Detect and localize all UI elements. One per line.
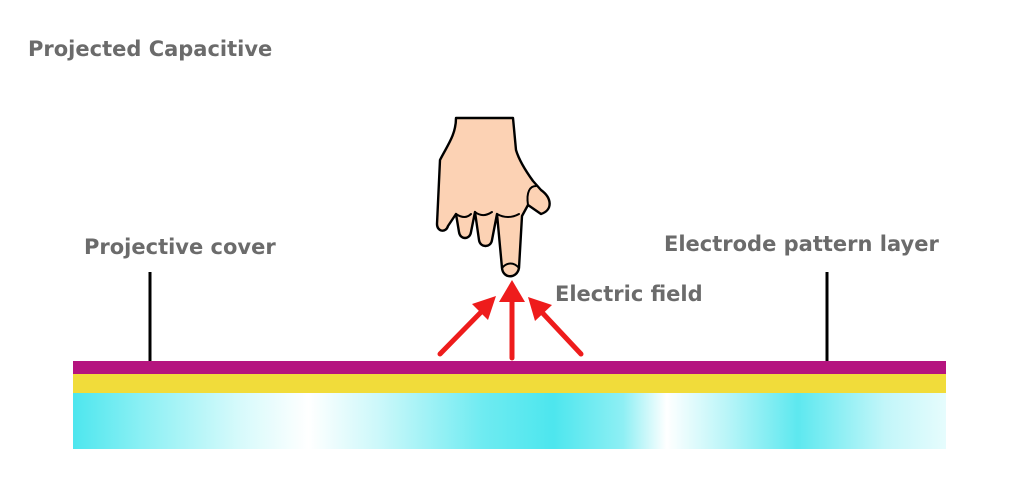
electric-field-arrow-left xyxy=(437,302,491,357)
electric-field-arrow-icon xyxy=(437,280,584,361)
electric-field-arrowhead-center xyxy=(499,280,525,302)
electric-field-arrowhead-left xyxy=(472,296,496,320)
electrode-pattern-layer-label: Electrode pattern layer xyxy=(664,232,939,256)
electrode-layer xyxy=(73,374,946,393)
glass-substrate xyxy=(73,393,946,449)
pointing-hand-icon xyxy=(435,116,551,278)
electric-field-label: Electric field xyxy=(555,282,703,306)
electric-field-arrowhead-right xyxy=(528,297,552,321)
projective-cover-layer xyxy=(73,361,946,374)
projective-cover-label: Projective cover xyxy=(84,235,276,259)
electric-field-arrow-right xyxy=(533,303,584,357)
diagram-title: Projected Capacitive xyxy=(28,37,273,61)
